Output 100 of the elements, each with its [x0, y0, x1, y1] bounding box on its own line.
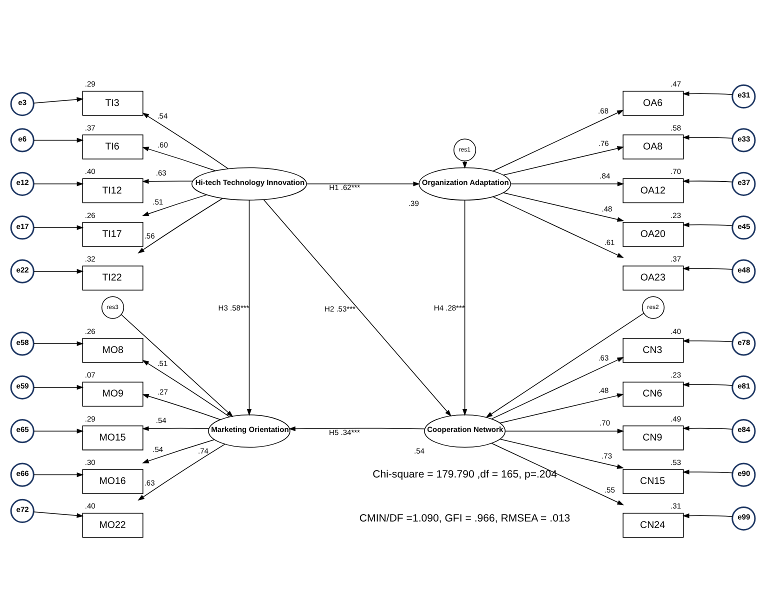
arrow [34, 472, 84, 478]
arrow [142, 394, 221, 420]
arrow [142, 179, 193, 184]
arrow [503, 192, 624, 222]
node-circle: e45 [732, 216, 756, 240]
node-label: .49 [670, 414, 682, 424]
arrow [682, 178, 733, 184]
edge-label: .63 [144, 478, 155, 488]
edge-label: .27 [157, 388, 168, 397]
node-label: .30 [84, 458, 96, 468]
arrow [120, 314, 234, 418]
node-box: OA6 [622, 90, 684, 116]
node-circle: e99 [732, 506, 756, 531]
edge-label: .56 [144, 231, 155, 240]
edge-label: .54 [156, 416, 166, 425]
node-box: CN6 [622, 382, 684, 407]
arrow [306, 182, 420, 186]
node-box: OA20 [622, 222, 684, 247]
node-box: OA23 [622, 266, 684, 291]
node-label: .40 [84, 502, 96, 511]
label: CMIN/DF =1.090, GFI = .966, RMSEA = .013 [359, 512, 570, 524]
arrow [682, 470, 733, 474]
node-box: OA8 [622, 134, 684, 160]
node-label: .32 [84, 254, 96, 264]
node-box: CN15 [622, 469, 684, 494]
arrow [500, 438, 624, 469]
arrow [682, 222, 733, 228]
node-circle: e66 [10, 462, 34, 487]
arrow [34, 138, 84, 143]
node-circle: e78 [732, 332, 756, 356]
node-label: .37 [670, 254, 682, 264]
arrow [503, 146, 624, 176]
arrow [682, 382, 733, 387]
edge-label: .60 [157, 140, 168, 150]
node-label: .58 [670, 123, 682, 132]
arrow [34, 268, 84, 274]
node-circle: e37 [732, 172, 756, 196]
edge-label: H5 .34*** [329, 428, 360, 437]
arrow [138, 444, 226, 501]
node-circle: e31 [732, 84, 756, 109]
node-box: MO16 [82, 469, 144, 494]
node-label: .23 [670, 370, 682, 380]
node-circle: e3 [10, 92, 34, 116]
node-label: .31 [670, 502, 682, 511]
node-ellipse: Marketing Orientation [208, 414, 290, 448]
node-box: OA12 [622, 178, 684, 204]
node-box: MO15 [82, 425, 144, 450]
node-circle: e84 [732, 419, 756, 444]
arrow [504, 428, 624, 434]
arrow [142, 146, 216, 172]
arrow [34, 341, 84, 346]
edge-label: .48 [602, 204, 612, 214]
node-circle: e59 [10, 375, 34, 400]
arrow [682, 266, 733, 271]
arrow [288, 426, 426, 432]
node-circle: e6 [10, 128, 34, 152]
arrow [510, 182, 624, 186]
edge-label: .63 [598, 353, 609, 362]
node-box: MO8 [82, 338, 144, 363]
node-circle: e22 [10, 259, 34, 284]
edge-label: .48 [598, 386, 609, 396]
edge-label: .63 [156, 168, 166, 178]
edge-label: .73 [602, 451, 612, 460]
node-circle: e81 [732, 375, 756, 400]
arrow [142, 194, 208, 216]
node-box: CN24 [622, 512, 684, 538]
node-label: .40 [84, 167, 96, 176]
arrow [34, 225, 84, 230]
node-ellipse: Cooperation Network [424, 414, 506, 448]
arrow [491, 356, 624, 420]
edge-label: .84 [600, 171, 610, 180]
node-circle: e17 [10, 216, 34, 240]
node-label: .74 [198, 446, 208, 456]
node-box: TI3 [82, 90, 144, 116]
arrow [33, 512, 84, 518]
arrow [682, 135, 733, 140]
arrow [492, 110, 624, 172]
arrow [246, 200, 252, 416]
edge-label: H4 .28*** [434, 304, 465, 313]
node-label: .07 [84, 370, 96, 380]
node-box: TI12 [82, 178, 144, 204]
node-label: .29 [84, 80, 96, 89]
node-circle: e12 [10, 172, 34, 196]
arrow [142, 360, 230, 418]
arrow [500, 393, 624, 424]
arrow [33, 97, 84, 104]
node-circle: e58 [10, 332, 34, 356]
node-label: .26 [84, 210, 96, 220]
arrow [263, 199, 452, 417]
edge-label: .51 [157, 358, 168, 368]
node-label: .53 [670, 458, 682, 468]
label: Chi-square = 179.790 ,df = 165, p=.204 [372, 468, 558, 481]
arrow [138, 198, 223, 254]
node-label: .29 [84, 414, 96, 424]
node-label: .37 [84, 123, 96, 132]
arrow [682, 91, 733, 96]
node-box: TI22 [82, 266, 144, 291]
arrow [682, 338, 733, 344]
edge-label: H2 .53*** [324, 304, 356, 314]
node-box: CN3 [622, 338, 684, 363]
